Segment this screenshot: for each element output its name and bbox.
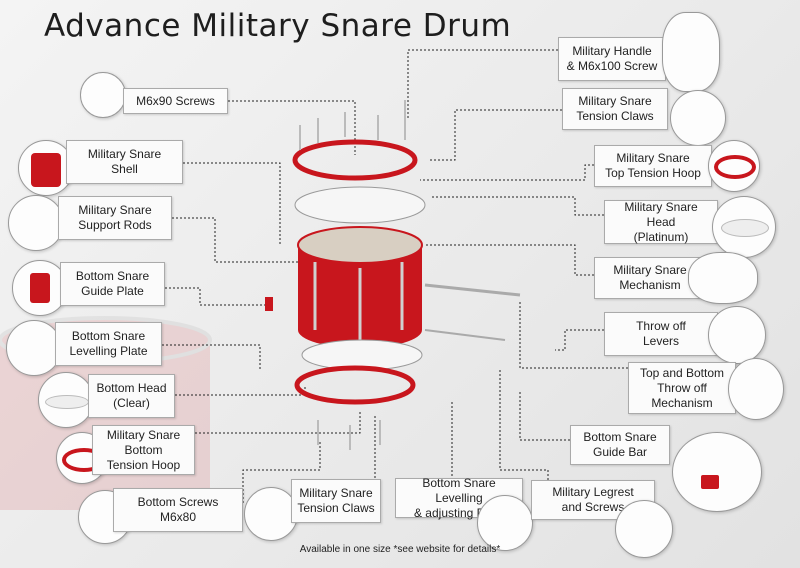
levelling-plate-thumbnail [6, 320, 62, 376]
label-m6x90-screws: M6x90 Screws [123, 88, 228, 114]
mechanism-bar [424, 283, 521, 297]
label-top-tension-hoop: Military Snare Top Tension Hoop [594, 145, 712, 187]
label-bottom-tension-claws: Military Snare Tension Claws [291, 479, 381, 523]
label-mechanism: Military Snare Mechanism [594, 257, 706, 299]
page-title: Advance Military Snare Drum [44, 8, 512, 44]
bottom-screws-part [317, 420, 381, 450]
leader-lines [162, 49, 628, 510]
top-claws-thumbnail [670, 90, 726, 146]
bottom-claws-thumbnail [244, 487, 298, 541]
support-rods [313, 262, 404, 345]
label-throw-off-mechanism: Top and Bottom Throw off Mechanism [628, 362, 736, 414]
label-bottom-screws: Bottom Screws M6x80 [113, 488, 243, 532]
label-throw-off-levers: Throw off Levers [604, 312, 718, 356]
top-screws [299, 100, 406, 150]
footnote: Available in one size *see website for d… [299, 544, 501, 555]
top-tension-hoop [292, 139, 418, 181]
top-head [294, 186, 426, 224]
red-clip [265, 297, 273, 311]
bottom-head-part [301, 339, 423, 371]
support-rods-thumbnail [8, 195, 64, 251]
label-support-rods: Military Snare Support Rods [58, 196, 172, 240]
label-handle: Military Handle & M6x100 Screw [558, 37, 666, 81]
throw-off-mechanism-thumbnail [728, 358, 784, 420]
label-guide-plate: Bottom Snare Guide Plate [60, 262, 165, 306]
label-top-tension-claws: Military Snare Tension Claws [562, 88, 668, 130]
bottom-tension-hoop [294, 365, 416, 405]
top-hoop-thumbnail [708, 140, 760, 192]
label-guide-bar: Bottom Snare Guide Bar [570, 425, 670, 465]
handle-thumbnail [662, 12, 720, 92]
mechanism-thumbnail [688, 252, 758, 304]
levelling-adjusting-thumbnail [477, 495, 533, 551]
label-head-platinum: Military Snare Head (Platinum) [604, 200, 718, 244]
label-shell: Military Snare Shell [66, 140, 183, 184]
label-bottom-hoop: Military Snare Bottom Tension Hoop [92, 425, 195, 475]
guide-bar-thumbnail [672, 432, 762, 512]
m6x90-screw-thumbnail [80, 72, 126, 118]
guide-plate-thumbnail [12, 260, 68, 316]
throw-off-levers-thumbnail [708, 306, 766, 364]
label-bottom-head: Bottom Head (Clear) [88, 374, 175, 418]
label-levelling-plate: Bottom Snare Levelling Plate [55, 322, 162, 366]
head-platinum-thumbnail [712, 196, 776, 258]
shell-thumbnail [18, 140, 74, 196]
legrest-thumbnail [615, 500, 673, 558]
bottom-head-thumbnail [38, 372, 94, 428]
